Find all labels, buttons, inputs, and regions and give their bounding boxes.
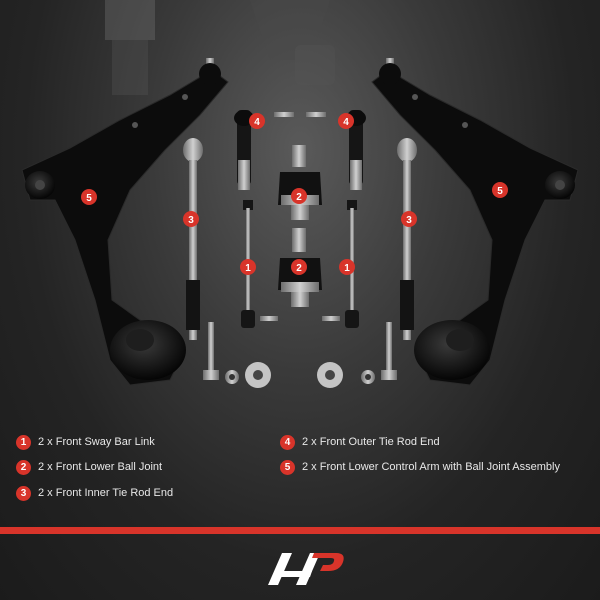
- right-outer-tie-rod-end: [306, 110, 366, 190]
- legend-text: 2 x Front Lower Control Arm with Ball Jo…: [302, 461, 560, 473]
- legend-badge: 1: [16, 434, 31, 450]
- svg-text:4: 4: [343, 117, 349, 128]
- legend-text: 2 x Front Lower Ball Joint: [38, 461, 163, 473]
- badge-4-left: 4: [249, 113, 265, 129]
- badge-1-right: 1: [339, 259, 355, 275]
- svg-text:3: 3: [406, 215, 412, 226]
- badge-3-left: 3: [183, 211, 199, 227]
- legend-badge: 4: [280, 434, 295, 450]
- svg-text:2: 2: [296, 263, 302, 274]
- brand-logo: [268, 553, 344, 585]
- legend-item: 3 2 x Front Inner Tie Rod End: [16, 484, 173, 502]
- left-lower-control-arm: [21, 58, 229, 386]
- svg-text:4: 4: [254, 117, 260, 128]
- legend-item: 2 2 x Front Lower Ball Joint: [16, 458, 162, 476]
- parts-illustration: 5 5 4 4 3 3 2 2: [21, 0, 579, 388]
- left-inner-tie-rod-end: [183, 138, 203, 340]
- badge-2-upper: 2: [291, 188, 307, 204]
- svg-text:5: 5: [497, 186, 503, 197]
- legend-item: 5 2 x Front Lower Control Arm with Ball …: [280, 458, 560, 476]
- accent-divider: [0, 527, 600, 534]
- badge-3-right: 3: [401, 211, 417, 227]
- badge-5-left: 5: [81, 189, 97, 205]
- right-inner-tie-rod-end: [397, 138, 417, 340]
- svg-text:3: 3: [188, 215, 194, 226]
- right-sway-bar-link: [322, 200, 359, 328]
- legend-text: 2 x Front Sway Bar Link: [38, 436, 155, 448]
- badge-1-left: 1: [240, 259, 256, 275]
- svg-text:2: 2: [296, 192, 302, 203]
- svg-text:5: 5: [86, 193, 92, 204]
- legend-text: 2 x Front Outer Tie Rod End: [302, 436, 440, 448]
- right-lower-control-arm: [371, 58, 579, 386]
- background-strut: [105, 0, 335, 95]
- left-outer-tie-rod-end: [234, 110, 294, 190]
- upper-ball-joint: [278, 145, 322, 220]
- legend-badge: 3: [16, 485, 31, 501]
- legend-badge: 5: [280, 459, 295, 475]
- badge-5-right: 5: [492, 182, 508, 198]
- left-hardware: [203, 322, 271, 388]
- legend-text: 2 x Front Inner Tie Rod End: [38, 487, 174, 499]
- legend-item: 4 2 x Front Outer Tie Rod End: [280, 433, 440, 451]
- parts-legend: 1 2 x Front Sway Bar Link 2 2 x Front Lo…: [0, 425, 600, 505]
- svg-text:1: 1: [344, 263, 350, 274]
- svg-text:1: 1: [245, 263, 251, 274]
- right-hardware: [317, 322, 397, 388]
- legend-badge: 2: [16, 459, 31, 475]
- badge-4-right: 4: [338, 113, 354, 129]
- legend-item: 1 2 x Front Sway Bar Link: [16, 433, 155, 451]
- badge-2-lower: 2: [291, 259, 307, 275]
